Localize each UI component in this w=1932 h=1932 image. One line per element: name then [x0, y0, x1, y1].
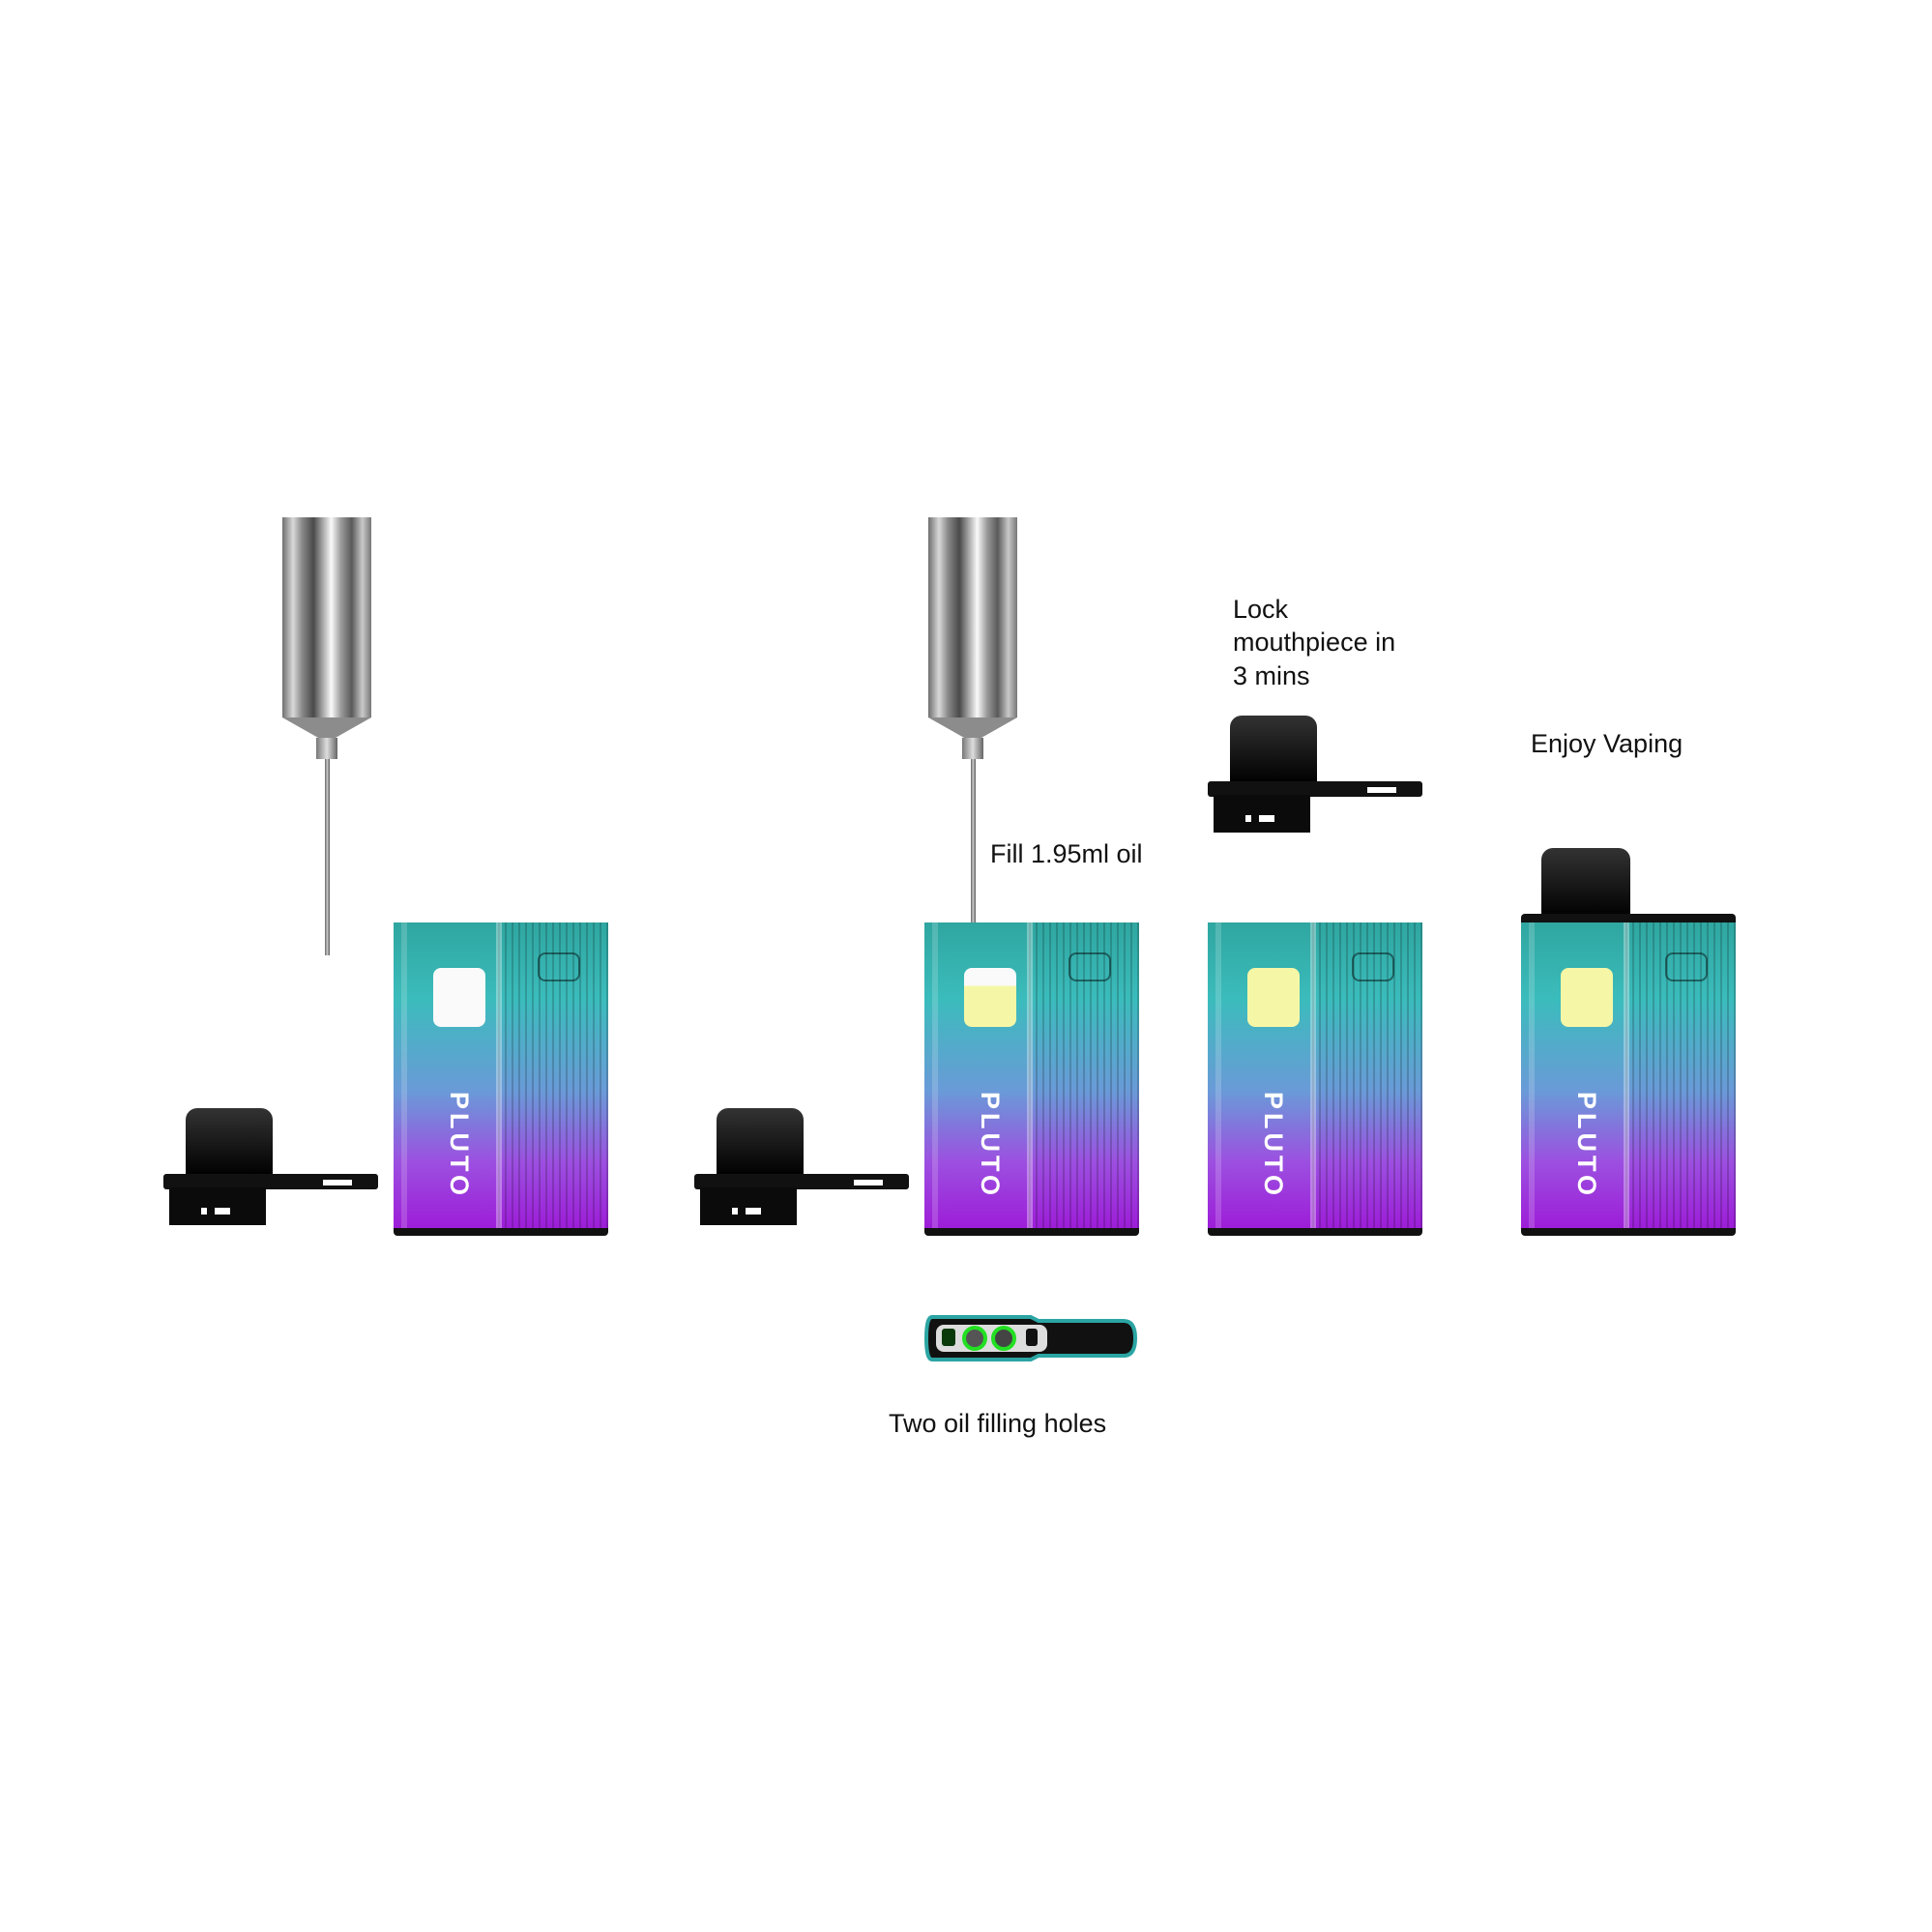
filling-needle-1 — [282, 517, 371, 955]
lock-label-line-1: Lock — [1233, 595, 1289, 624]
device-brand: PLUTO — [1259, 1092, 1288, 1200]
oil-hole-2 — [991, 1326, 1016, 1351]
mouthpiece-1 — [163, 1108, 378, 1225]
device-brand: PLUTO — [1572, 1092, 1601, 1200]
lock-label-line-2: mouthpiece in — [1233, 628, 1396, 657]
oil-hole-1 — [962, 1326, 987, 1351]
device-button — [1352, 952, 1394, 981]
device-button — [538, 952, 580, 981]
device-3: PLUTO — [1208, 922, 1422, 1237]
device-screen-filling — [964, 968, 1016, 1027]
device-button — [1665, 952, 1708, 981]
top-view-diagram — [924, 1315, 1138, 1361]
device-screen-empty — [433, 968, 485, 1027]
lock-label-line-3: 3 mins — [1233, 661, 1310, 690]
device-2: PLUTO — [924, 922, 1139, 1237]
device-brand: PLUTO — [976, 1092, 1005, 1200]
device-screen-full — [1247, 968, 1300, 1027]
fill-label: Fill 1.95ml oil — [990, 839, 1143, 868]
device-screen-full — [1561, 968, 1613, 1027]
mouthpiece-2 — [694, 1108, 909, 1225]
mounted-mouthpiece — [1541, 848, 1630, 918]
device-brand: PLUTO — [445, 1092, 474, 1200]
filling-needle-2 — [928, 517, 1017, 923]
holes-label: Two oil filling holes — [889, 1409, 1107, 1438]
device-1: PLUTO — [394, 922, 608, 1237]
enjoy-label: Enjoy Vaping — [1531, 729, 1683, 758]
device-4: PLUTO — [1521, 922, 1736, 1237]
mouthpiece-flange — [1521, 914, 1736, 923]
device-button — [1068, 952, 1111, 981]
mouthpiece-3 — [1208, 716, 1422, 833]
